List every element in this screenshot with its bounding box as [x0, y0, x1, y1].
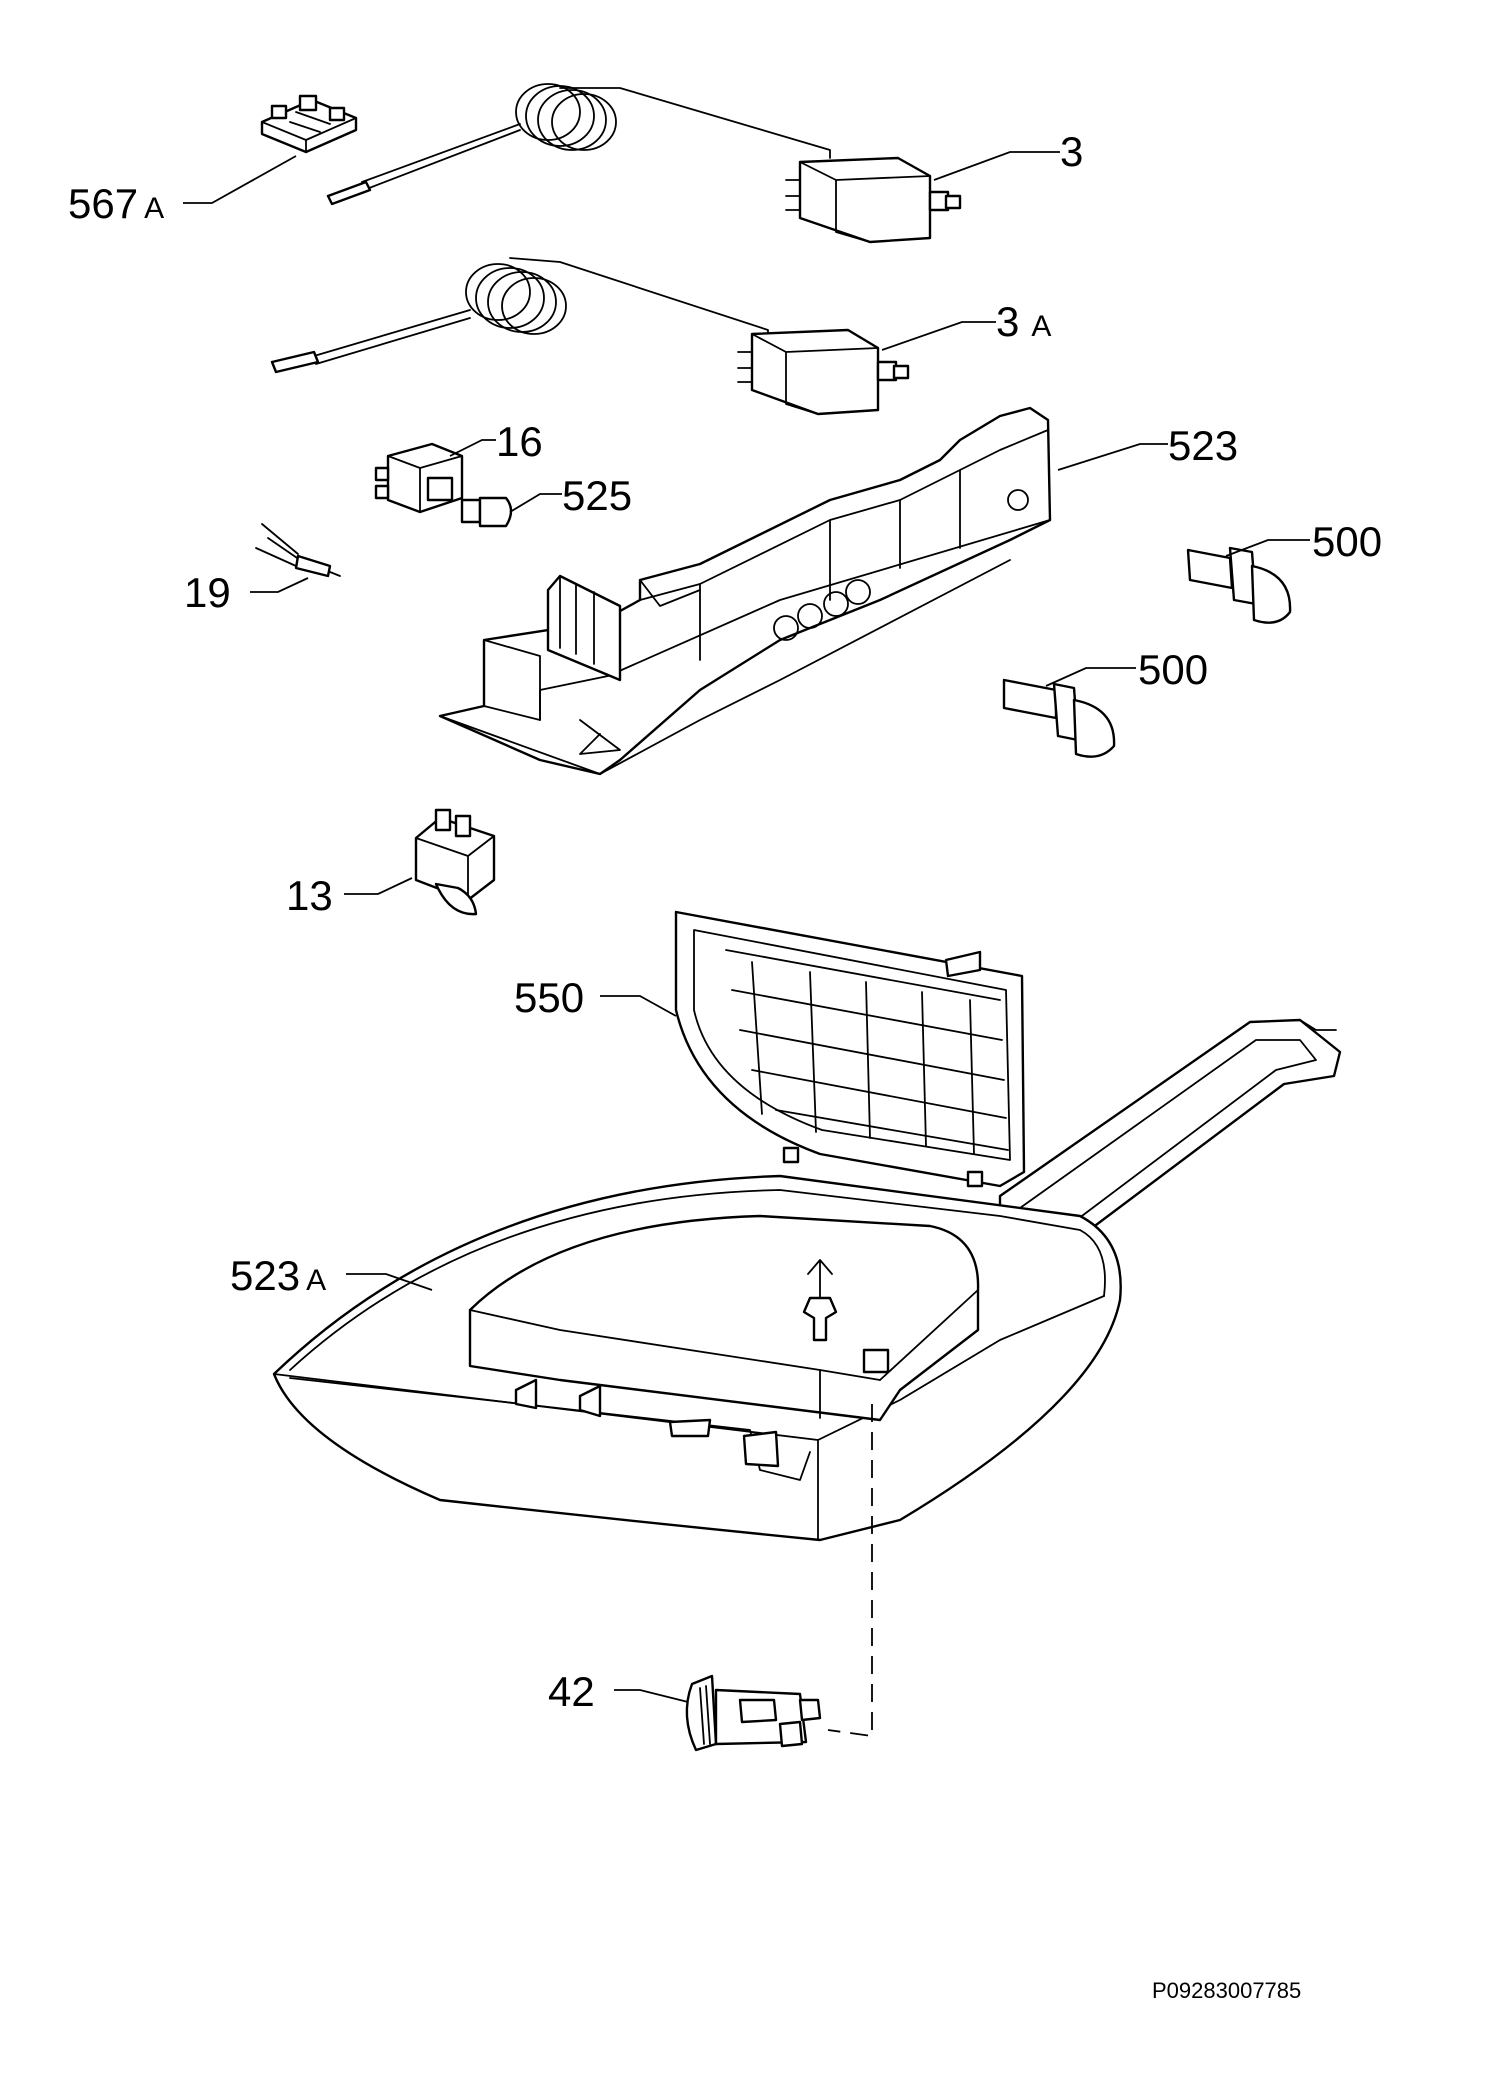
label-550: 550 — [514, 974, 584, 1021]
leader-3a — [881, 321, 996, 351]
part-550-grille — [674, 910, 1026, 1188]
leader-16 — [449, 439, 496, 457]
label-3: 3 — [1060, 128, 1083, 175]
part-500-lamp-upper — [1186, 546, 1292, 624]
part-42-lampholder — [685, 1674, 822, 1752]
leader-550 — [600, 995, 677, 1017]
label-500-upper: 500 — [1312, 518, 1382, 565]
leader-500-lower — [1045, 667, 1136, 687]
part-3-thermostat — [326, 83, 962, 244]
part-567a-clip — [260, 94, 358, 154]
label-500-lower: 500 — [1138, 646, 1208, 693]
leader-42 — [614, 1689, 689, 1703]
leader-567a — [183, 155, 297, 204]
label-16: 16 — [496, 418, 543, 465]
leader-13 — [344, 877, 413, 895]
part-523-housing — [438, 406, 1052, 776]
label-42: 42 — [548, 1668, 595, 1715]
leader-500-upper — [1225, 539, 1310, 557]
label-13: 13 — [286, 872, 333, 919]
leader-523 — [1057, 443, 1168, 471]
part-3a-thermostat — [270, 257, 910, 416]
drawing-code: P09283007785 — [1152, 1978, 1301, 2003]
label-19: 19 — [184, 569, 231, 616]
leader-3 — [933, 151, 1060, 181]
part-16-switch — [374, 442, 464, 514]
leader-523a — [346, 1273, 433, 1291]
leader-19 — [250, 577, 309, 593]
label-523: 523 — [1168, 422, 1238, 469]
part-13-door-switch — [414, 808, 496, 916]
part-19-resistor — [255, 523, 341, 578]
part-523a-lamp-housing — [272, 1018, 1342, 1542]
label-525: 525 — [562, 472, 632, 519]
part-525-bulb — [460, 496, 513, 528]
leader-525 — [509, 493, 562, 513]
part-500-lamp-lower — [1002, 678, 1116, 758]
